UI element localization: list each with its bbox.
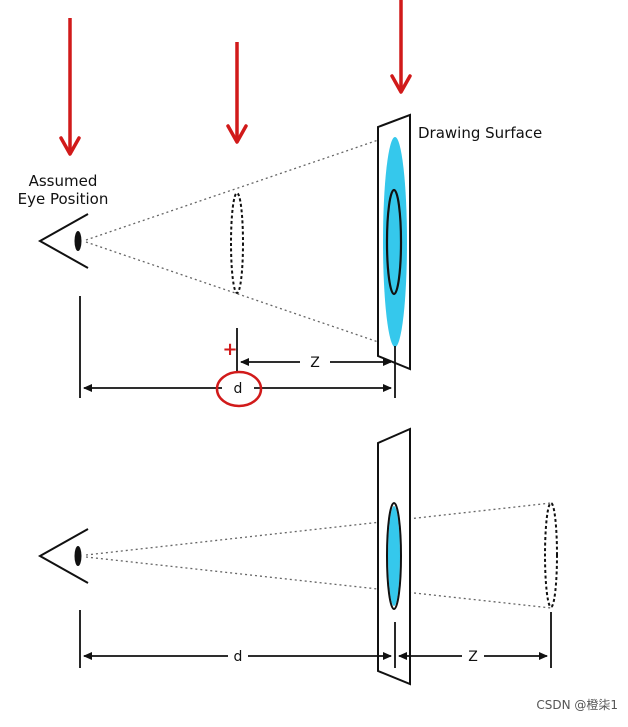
eye-label-line1: Assumed bbox=[29, 172, 98, 190]
red-plus-marker: + bbox=[222, 339, 237, 360]
eye-icon-bottom bbox=[37, 528, 89, 584]
sight-cone-top bbox=[85, 135, 391, 347]
d-dimension-top: d bbox=[83, 381, 392, 397]
red-circle-d bbox=[215, 370, 263, 408]
eye-icon bbox=[37, 213, 89, 269]
eye-label-line2: Eye Position bbox=[18, 190, 109, 208]
d-dimension-bottom: d bbox=[83, 649, 392, 665]
projection-cyan-bottom bbox=[388, 506, 400, 606]
surface-label: Drawing Surface bbox=[418, 124, 542, 142]
z-label-bottom: Z bbox=[468, 649, 478, 665]
z-dimension-bottom: Z bbox=[398, 649, 548, 665]
projection-cyan-top bbox=[383, 137, 407, 347]
red-arrow-lens bbox=[226, 42, 248, 144]
projection-outline-top bbox=[385, 188, 403, 296]
red-arrow-surface bbox=[390, 0, 412, 94]
projection-outline-bottom bbox=[386, 502, 402, 610]
sight-cone-bottom bbox=[85, 502, 552, 609]
lens-top bbox=[230, 192, 244, 294]
object-bottom bbox=[544, 502, 558, 608]
watermark: CSDN @橙柒1 bbox=[536, 697, 618, 712]
z-label-top: Z bbox=[310, 355, 320, 371]
red-arrow-eye bbox=[59, 18, 81, 156]
d-label-top: d bbox=[234, 381, 243, 397]
z-dimension-top: Z bbox=[240, 355, 392, 371]
d-label-bottom: d bbox=[234, 649, 243, 665]
